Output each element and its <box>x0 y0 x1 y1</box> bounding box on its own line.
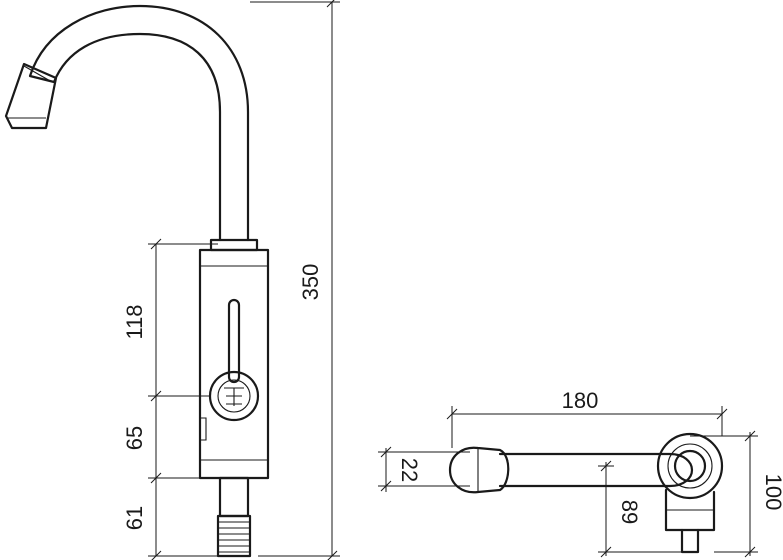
brand-logo-icon <box>224 387 244 406</box>
spout-tip-plan <box>448 446 510 494</box>
dim-body-lower: 65 <box>122 426 147 450</box>
inlet-pipe <box>218 476 250 518</box>
dim-spout-offset: 89 <box>617 500 642 524</box>
body-collar <box>209 238 259 252</box>
dim-total-height: 350 <box>298 264 323 301</box>
base-collar-plan <box>656 432 724 500</box>
dim-inlet-thread: 61 <box>122 506 147 530</box>
top-view <box>448 432 724 554</box>
inlet-thread <box>216 514 252 558</box>
dim-spout-diameter: 22 <box>397 458 422 482</box>
dim-base-depth: 100 <box>761 474 783 511</box>
front-view <box>4 4 270 558</box>
gooseneck-spout <box>28 4 250 242</box>
heater-body <box>198 248 270 480</box>
spout-arm-plan <box>498 452 694 488</box>
dimension-labels: 350 118 65 61 180 22 89 100 <box>122 264 783 531</box>
inlet-plan <box>680 528 700 554</box>
lever-slot <box>227 298 241 384</box>
dim-body-upper: 118 <box>122 304 147 339</box>
spout-nozzle <box>4 62 58 130</box>
dimension-lines <box>148 0 758 560</box>
dim-spout-reach: 180 <box>562 388 599 413</box>
